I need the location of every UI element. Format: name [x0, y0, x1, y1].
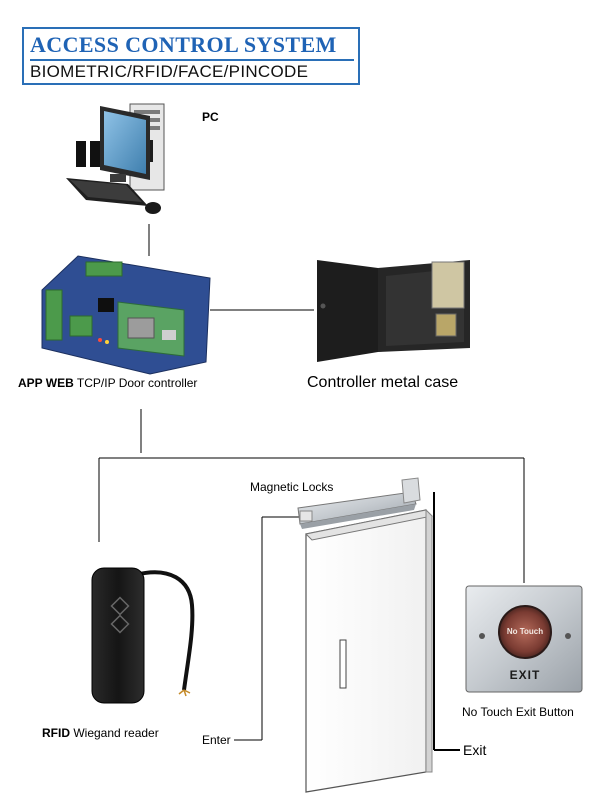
- diagram-subtitle: BIOMETRIC/RFID/FACE/PINCODE: [30, 62, 309, 81]
- door-handle: [339, 639, 347, 689]
- exit-button-plate-text: EXIT: [509, 668, 541, 682]
- controller-label-bold: APP WEB: [18, 376, 74, 390]
- reader-body: [91, 567, 145, 704]
- exit-button-caption: No Touch Exit Button: [462, 705, 574, 719]
- pc-label: PC: [202, 110, 219, 124]
- rfid-reader-illustration: [91, 567, 195, 704]
- metal-case-illustration: [317, 260, 470, 362]
- exit-button-illustration: [465, 585, 583, 693]
- controller-label-rest: TCP/IP Door controller: [73, 376, 198, 390]
- exit-button-face-text: No Touch: [506, 627, 544, 636]
- pc-speaker-left: [76, 141, 86, 167]
- diagram-title: ACCESS CONTROL SYSTEM: [30, 32, 337, 57]
- metal-case-label: Controller metal case: [307, 374, 459, 391]
- rfid-label: RFID Wiegand reader: [42, 726, 159, 740]
- reader-cable: [134, 570, 195, 691]
- exit-button-face: [498, 605, 552, 659]
- ethernet-port: [127, 317, 155, 339]
- exit-label: Exit: [463, 742, 487, 758]
- wiring: [98, 224, 525, 751]
- enter-label: Enter: [202, 733, 231, 747]
- case-door: [317, 260, 378, 362]
- pc-mouse: [145, 202, 161, 214]
- door-panel: [305, 509, 427, 793]
- magnetic-lock-illustration: [297, 477, 421, 529]
- rfid-label-rest: Wiegand reader: [70, 726, 159, 740]
- pc-speaker-right: [90, 141, 100, 167]
- magnetic-locks-label: Magnetic Locks: [250, 480, 334, 494]
- door-illustration: [304, 508, 434, 793]
- title-box: ACCESS CONTROL SYSTEM BIOMETRIC/RFID/FAC…: [22, 27, 360, 85]
- pc-illustration: [66, 103, 165, 214]
- controller-label: APP WEB TCP/IP Door controller: [18, 376, 197, 390]
- rfid-label-bold: RFID: [42, 726, 70, 740]
- title-divider: [30, 59, 354, 61]
- case-power-supply: [431, 261, 465, 309]
- door-controller-illustration: [41, 255, 211, 375]
